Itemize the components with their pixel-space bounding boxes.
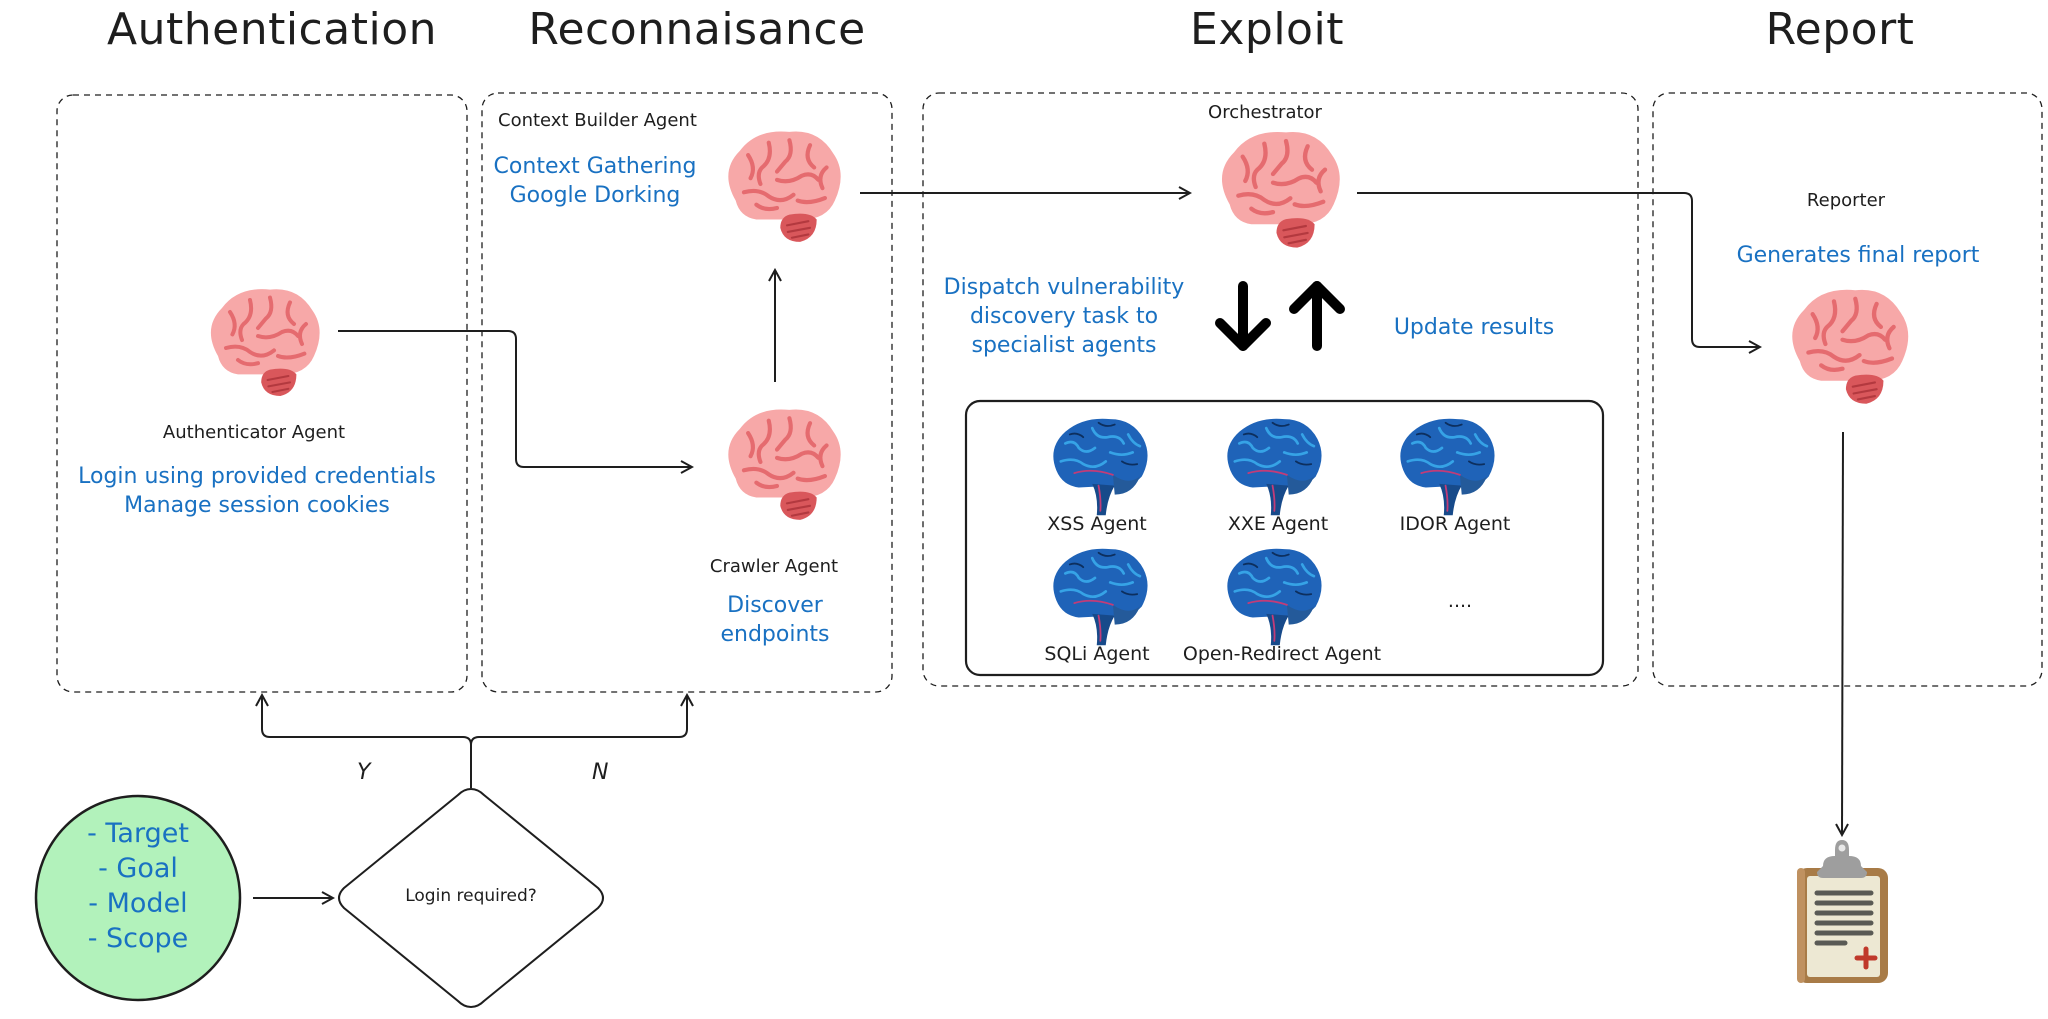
sqli-agent-label: SQLi Agent [1044, 643, 1150, 665]
connector-decision-no-to-reconnaissance [470, 695, 687, 746]
connector-orchestrator-to-reporter [1357, 192, 1760, 347]
authenticator-agent-description: Login using provided credentials Manage … [78, 464, 436, 518]
dispatch-down-arrow-icon [1215, 281, 1271, 351]
orchestrator-label: Orchestrator [1208, 102, 1322, 123]
context-builder-agent-label: Context Builder Agent [498, 110, 697, 131]
exploit-container [922, 92, 1639, 687]
reporter-description: Generates final report [1736, 243, 1980, 268]
stage-title-exploit: Exploit [1190, 4, 1344, 55]
inputs-node [34, 794, 242, 1002]
orchestrator-brain-icon[interactable] [1193, 122, 1353, 252]
authentication-container [56, 94, 468, 693]
authenticator-agent-brain-icon[interactable] [178, 280, 338, 400]
connector-authenticator-to-crawler [338, 330, 692, 467]
open-redirect-agent-label: Open-Redirect Agent [1182, 643, 1382, 665]
xxe-agent-label: XXE Agent [1227, 513, 1329, 535]
dispatch-task-text: Dispatch vulnerability discovery task to… [943, 275, 1185, 358]
more-agents-indicator: .... [1447, 590, 1473, 612]
final-report-clipboard-icon[interactable] [1795, 838, 1890, 986]
reconnaissance-container [481, 92, 893, 693]
report-container [1652, 92, 2043, 687]
stage-title-authentication: Authentication [107, 4, 437, 55]
xxe-agent-brain-icon[interactable] [1214, 412, 1332, 518]
crawler-agent-brain-icon[interactable] [697, 400, 857, 524]
open-redirect-agent-brain-icon[interactable] [1214, 542, 1332, 648]
stage-title-report: Report [1765, 4, 1915, 55]
context-builder-agent-brain-icon[interactable] [697, 122, 857, 246]
decision-no-label: N [592, 760, 609, 785]
authenticator-agent-label: Authenticator Agent [162, 422, 346, 443]
xss-agent-label: XSS Agent [1047, 513, 1147, 535]
context-builder-agent-description: Context Gathering Google Dorking [493, 154, 697, 208]
sqli-agent-brain-icon[interactable] [1040, 542, 1158, 648]
inputs-list: - Target - Goal - Model - Scope [87, 818, 189, 954]
decision-yes-label: Y [357, 760, 371, 785]
decision-question: Login required? [405, 886, 537, 906]
connector-reporter-to-final-report [1842, 431, 1843, 835]
update-results-text: Update results [1393, 315, 1555, 340]
decision-node [338, 787, 604, 1009]
xss-agent-brain-icon[interactable] [1040, 412, 1158, 518]
idor-agent-brain-icon[interactable] [1387, 412, 1505, 518]
stage-title-reconnaissance: Reconnaisance [528, 4, 866, 55]
reporter-label: Reporter [1806, 190, 1886, 211]
update-up-arrow-icon [1289, 281, 1345, 351]
reporter-brain-icon[interactable] [1765, 280, 1920, 408]
crawler-agent-description: Discover endpoints [720, 593, 830, 647]
idor-agent-label: IDOR Agent [1399, 513, 1511, 535]
crawler-agent-label: Crawler Agent [709, 556, 839, 577]
specialist-agents-container [964, 399, 1605, 677]
